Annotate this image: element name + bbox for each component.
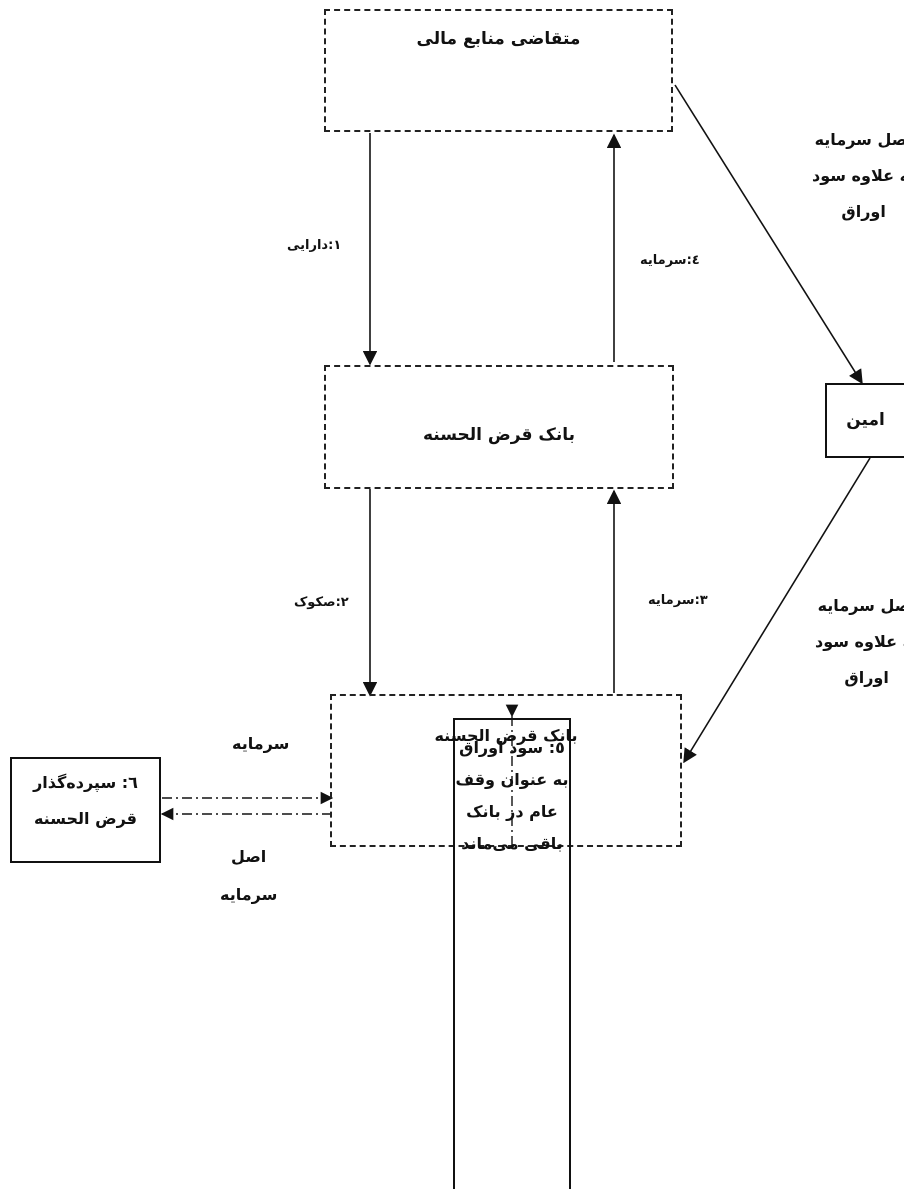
waqf-line-2: به عنوان وقف xyxy=(455,770,569,789)
side-note-lower-line-1: اصل سرمایه xyxy=(817,596,904,615)
flow-label-capital-deposit: سرمایه xyxy=(232,734,290,753)
principal-line-2: سرمایه xyxy=(220,885,278,904)
bank-bottom-box: بانک قرض الحسنه xyxy=(330,694,682,847)
side-note-upper-line-1: اصل سرمایه xyxy=(814,130,904,149)
trustee-box: امین xyxy=(825,383,904,458)
side-note-lower: اصل سرمایه به علاوه سود اوراق xyxy=(815,588,904,696)
waqf-line-3: عام در بانک xyxy=(466,802,558,821)
bank-bottom-label: بانک قرض الحسنه xyxy=(434,726,578,745)
bank-top-box: بانک قرض الحسنه xyxy=(324,365,674,489)
trustee-label: امین xyxy=(846,410,885,430)
flow-label-capital-4: ٤:سرمایه xyxy=(640,253,700,268)
flow-label-asset: ١:دارایی xyxy=(287,238,342,253)
flow-label-principal-return: اصل سرمایه xyxy=(220,838,277,914)
waqf-box: ٥: سود اوراق به عنوان وقف عام در بانک با… xyxy=(453,718,571,1189)
side-note-upper-line-3: اوراق xyxy=(841,202,886,221)
applicant-label: متقاضی منابع مالی xyxy=(416,29,581,49)
flow-label-sukuk: ٢:صکوک xyxy=(294,595,349,610)
bank-top-label: بانک قرض الحسنه xyxy=(423,425,575,445)
depositor-line-1: ٦: سپرده‌گذار xyxy=(33,773,138,792)
waqf-label: ٥: سود اوراق به عنوان وقف عام در بانک با… xyxy=(455,732,569,860)
side-note-lower-line-3: اوراق xyxy=(844,668,889,687)
depositor-box: ٦: سپرده‌گذار قرض الحسنه xyxy=(10,757,161,863)
depositor-line-2: قرض الحسنه xyxy=(33,809,138,828)
flow-label-capital-3: ٣:سرمایه xyxy=(648,593,708,608)
arrow-trustee-to-bank xyxy=(683,457,871,764)
waqf-line-1: ٥: سود اوراق xyxy=(459,738,565,757)
depositor-label: ٦: سپرده‌گذار قرض الحسنه xyxy=(12,765,159,837)
side-note-upper-line-2: به علاوه سود xyxy=(812,166,904,185)
applicant-box: متقاضی منابع مالی xyxy=(324,9,673,132)
waqf-line-4: باقی می‌ماند xyxy=(461,834,563,853)
side-note-upper: اصل سرمایه به علاوه سود اوراق xyxy=(812,122,904,230)
arrow-applicant-to-trustee xyxy=(674,84,863,385)
side-note-lower-line-2: به علاوه سود xyxy=(815,632,904,651)
principal-line-1: اصل xyxy=(231,847,267,866)
